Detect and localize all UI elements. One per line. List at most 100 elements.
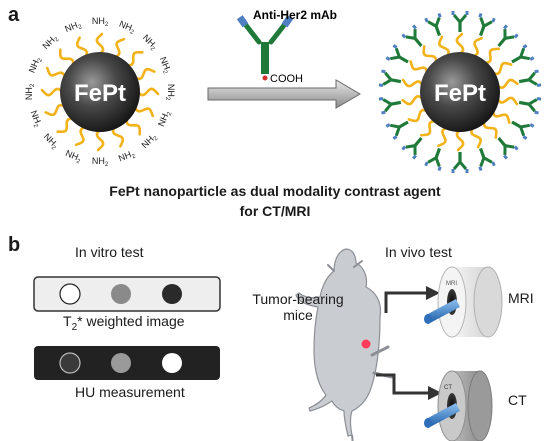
mice-label-line2: mice	[283, 307, 313, 323]
peg-ligand	[401, 94, 424, 106]
antibody-conjugate	[511, 120, 535, 140]
antibody-conjugate	[401, 24, 423, 48]
panel-a-letter: a	[8, 4, 20, 26]
amine-ligand	[125, 51, 144, 67]
panel-b-letter: b	[8, 234, 21, 256]
antibody-conjugate	[385, 44, 409, 64]
amine-ligand	[125, 117, 141, 136]
arrow-to-ct	[376, 373, 442, 400]
peg-ligand	[455, 128, 465, 152]
amine-label: NH2	[156, 108, 173, 128]
antibody-label: Anti-Her2 mAb	[253, 8, 337, 22]
antibody-conjugate	[497, 24, 519, 48]
mice-label: Tumor-bearing mice	[252, 291, 344, 323]
antibody-conjugate	[518, 69, 542, 88]
peg-ligand	[437, 35, 450, 58]
amine-label: NH2	[117, 148, 137, 165]
antibody-conjugate	[511, 44, 535, 64]
antibody-conjugate	[378, 69, 402, 88]
hu-dot-bright	[162, 353, 182, 373]
antibody-conjugate	[478, 147, 496, 172]
ct-label: CT	[508, 392, 527, 408]
reaction-arrow	[207, 79, 361, 109]
amine-ligand	[111, 125, 125, 148]
fept-core-right	[420, 52, 500, 132]
amine-label: NH2	[92, 16, 109, 27]
antibody-conjugate	[385, 120, 409, 140]
peg-ligand	[407, 108, 429, 123]
amine-label: NH2	[24, 83, 35, 100]
mice-label-line1: Tumor-bearing	[252, 291, 344, 307]
antibody-conjugate	[424, 12, 442, 37]
t2-dot-dark	[162, 284, 182, 304]
amine-ligand	[59, 48, 75, 67]
fept-core-left	[60, 52, 140, 132]
amine-ligand	[133, 105, 155, 118]
hu-dot-dark	[59, 352, 81, 374]
amine-label: NH2	[140, 33, 160, 53]
peg-ligand	[422, 45, 438, 65]
amine-label: NH2	[117, 19, 137, 36]
hu-label: HU measurement	[75, 384, 185, 400]
antibody-icon	[236, 15, 294, 81]
amine-label: NH2	[27, 109, 44, 129]
antibody-conjugate	[451, 152, 469, 173]
carboxyl-label: COOH	[270, 73, 303, 85]
amine-label: NH2	[140, 131, 160, 151]
ct-scanner-icon	[424, 370, 493, 441]
mri-label: MRI	[508, 290, 534, 306]
amine-label: NH2	[156, 55, 173, 75]
amine-label: NH2	[64, 148, 84, 165]
ct-scanner-text: CT	[444, 385, 452, 391]
amine-label: NH2	[27, 55, 44, 75]
mri-scanner-text: MRI	[446, 281, 457, 287]
panel-a-caption-line1: FePt nanoparticle as dual modality contr…	[109, 183, 441, 199]
peg-ligand	[482, 119, 498, 139]
amine-ligand	[40, 87, 64, 97]
antibody-conjugate	[401, 136, 423, 160]
amine-ligand	[75, 36, 89, 59]
peg-ligand	[483, 47, 500, 65]
peg-ligand	[409, 60, 429, 75]
peg-ligand	[470, 126, 483, 149]
amine-ligand	[74, 125, 87, 147]
t2-dot-bright	[59, 283, 81, 305]
t2-dot-gray	[111, 284, 131, 304]
peg-ligand	[401, 78, 424, 88]
amine-label: NH2	[63, 19, 83, 36]
peg-ligand	[455, 32, 465, 56]
fept-label-left: FePt	[74, 80, 126, 107]
amine-ligand	[136, 87, 160, 97]
invitro-title: In vitro test	[75, 244, 144, 260]
amine-ligand	[44, 103, 67, 117]
amine-label: NH2	[41, 132, 61, 152]
antibody-conjugate	[518, 96, 542, 115]
conjugated-ligands-right	[378, 11, 542, 173]
amine-ligand	[133, 67, 156, 81]
amine-ligands-left	[40, 32, 160, 152]
mouse-illustration	[295, 248, 394, 441]
antibody-conjugate	[478, 12, 496, 37]
tumor-marker	[361, 339, 371, 349]
amine-ligand	[56, 117, 75, 133]
amine-ligand	[95, 128, 105, 152]
antibody-conjugate	[497, 136, 519, 160]
peg-ligand	[420, 119, 437, 137]
fept-label-right: FePt	[434, 80, 486, 107]
hu-dot-gray	[111, 353, 131, 373]
antibody-conjugate	[378, 96, 402, 115]
antibody-conjugate	[451, 11, 469, 32]
mri-scanner-icon	[424, 266, 503, 338]
peg-ligand	[496, 96, 519, 106]
arrow-to-mri	[384, 286, 440, 313]
amine-label: NH2	[164, 84, 175, 101]
peg-ligand	[471, 36, 483, 58]
panel-b-diagram: MRI CT	[33, 248, 503, 441]
amine-label: NH2	[92, 156, 109, 167]
amine-ligand	[95, 32, 105, 56]
panel-a-caption-line2: for CT/MRI	[239, 203, 311, 219]
peg-ligand	[437, 126, 449, 148]
amine-ligand	[45, 66, 67, 79]
t2-label: T2* weighted image	[63, 313, 185, 333]
